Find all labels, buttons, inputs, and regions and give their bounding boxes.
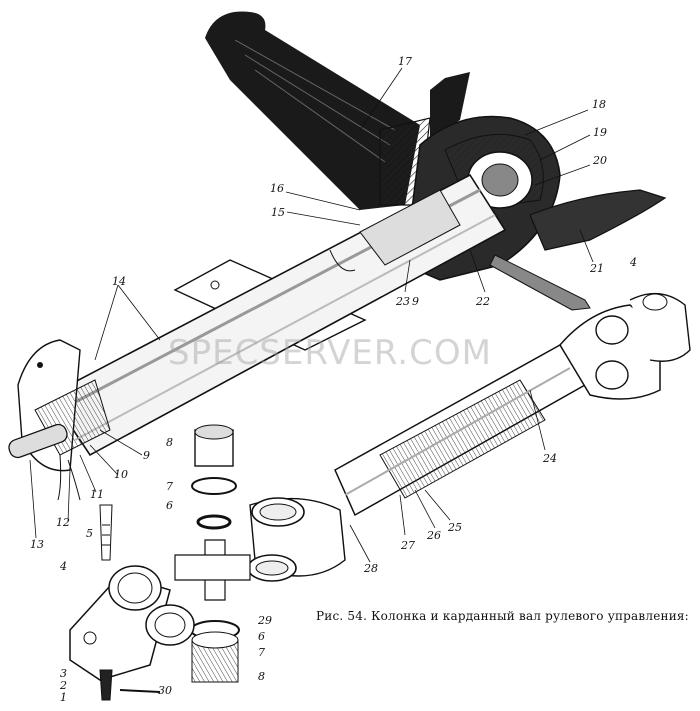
callout-9b: 9 (143, 449, 150, 462)
callout-26: 26 (426, 529, 441, 542)
callout-24: 24 (542, 452, 557, 465)
callout-29: 29 (257, 614, 272, 627)
callout-28: 28 (363, 562, 378, 575)
callout-14: 14 (112, 275, 126, 288)
watermark: SPECSERVER.COM (168, 333, 492, 373)
callout-3: 3 (60, 667, 67, 680)
callout-6b: 6 (258, 630, 265, 643)
callout-1: 1 (60, 691, 67, 704)
turn-signal-lever (529, 189, 667, 251)
callout-13: 13 (30, 538, 44, 551)
leader-lines (29, 67, 594, 563)
callout-9a: 9 (412, 295, 419, 308)
lower-bearing-assembly (8, 339, 111, 501)
callout-16: 16 (270, 182, 284, 195)
callout-7a: 7 (166, 480, 173, 493)
callout-17: 17 (398, 55, 412, 68)
callout-10: 10 (114, 468, 128, 481)
callout-18: 18 (592, 98, 606, 111)
callout-25: 25 (447, 521, 462, 534)
callout-7b: 7 (258, 646, 265, 659)
callout-8a: 8 (166, 436, 173, 449)
callout-8b: 8 (258, 670, 265, 683)
callout-6a: 6 (166, 499, 173, 512)
lower-yoke (247, 497, 346, 582)
lever-rod (489, 254, 591, 311)
callout-27: 27 (400, 539, 415, 552)
intermediate-yoke (69, 504, 195, 701)
callout-4a: 4 (629, 256, 637, 269)
cardan-shaft (334, 292, 691, 517)
callout-21: 21 (589, 262, 604, 275)
figure-caption: Рис. 54. Колонка и карданный вал рулевог… (316, 609, 689, 623)
universal-joint-parts (174, 424, 251, 683)
callout-30: 30 (158, 684, 172, 697)
callout-11: 11 (90, 488, 104, 501)
callouts: 17 18 19 20 21 16 15 23 9 22 4 14 24 25 … (30, 55, 637, 704)
callout-22: 22 (475, 295, 490, 308)
callout-12: 12 (56, 516, 70, 529)
callout-4b: 4 (59, 560, 67, 573)
callout-23: 23 (395, 295, 410, 308)
callout-15: 15 (271, 206, 285, 219)
callout-5: 5 (86, 527, 93, 540)
callout-19: 19 (593, 126, 607, 139)
callout-2: 2 (59, 679, 67, 692)
callout-20: 20 (592, 154, 607, 167)
